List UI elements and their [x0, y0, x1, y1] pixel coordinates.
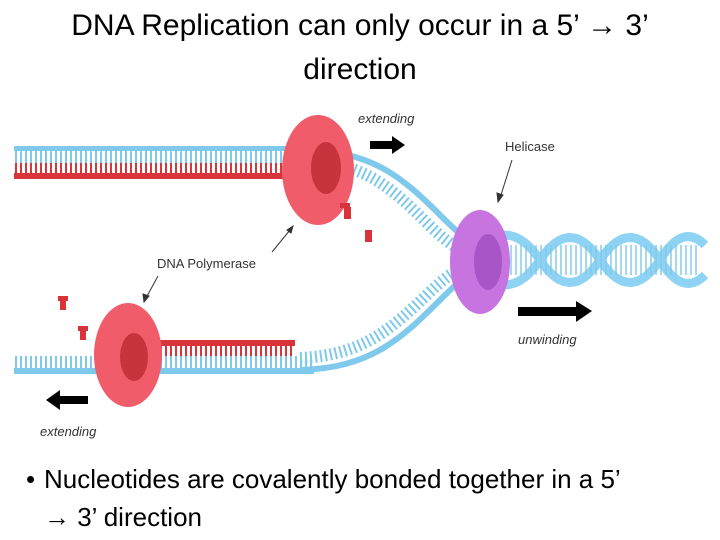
- helicase-pointer-head: [496, 192, 504, 204]
- free-nucleotides: [58, 203, 372, 340]
- double-helix: [477, 230, 709, 290]
- extending-top-arrow: [370, 136, 405, 154]
- slide-title: DNA Replication can only occur in a 5’ →…: [20, 4, 700, 92]
- upper-dna-polymerase: [282, 115, 354, 225]
- polymerase-pointer-upper-head: [286, 224, 294, 234]
- helicase-label: Helicase: [505, 139, 555, 154]
- lower-rungs: [14, 356, 314, 368]
- lower-single-strand-rungs: [299, 259, 474, 364]
- helicase-enzyme: [450, 210, 510, 314]
- nucleotide: [340, 203, 351, 219]
- extending-bottom-label: extending: [40, 424, 97, 439]
- nucleotide: [365, 230, 372, 242]
- title-line-2: direction: [303, 53, 417, 86]
- bullet-line-1: Nucleotides are covalently bonded togeth…: [44, 464, 621, 494]
- upper-new-strand-rungs: [14, 163, 304, 173]
- helicase-inner: [474, 234, 502, 290]
- title-line-1: DNA Replication can only occur in a 5’ →…: [71, 9, 649, 42]
- lower-new-strand-rungs: [100, 346, 295, 356]
- extending-top-label: extending: [358, 111, 415, 126]
- polymerase-pointer-lower-head: [142, 293, 150, 304]
- helicase-pointer: [499, 159, 513, 199]
- lower-template-backbone: [14, 368, 314, 374]
- dna-replication-diagram: extending Helicase DNA Polymerase unwind…: [14, 111, 709, 439]
- bullet-symbol: •: [26, 464, 36, 494]
- lower-duplex: [14, 340, 314, 374]
- upper-template-backbone: [14, 146, 304, 151]
- upper-duplex: [14, 146, 304, 179]
- upper-polymerase-inner: [311, 142, 341, 194]
- nucleotide: [58, 296, 68, 310]
- lower-dna-polymerase: [94, 303, 162, 407]
- extending-bottom-arrow: [46, 390, 88, 410]
- bullet-line-2: → 3’ direction: [44, 502, 202, 532]
- dna-polymerase-label: DNA Polymerase: [157, 256, 256, 271]
- upper-rungs: [14, 151, 304, 163]
- unwinding-arrow: [518, 301, 592, 322]
- lower-polymerase-inner: [120, 333, 148, 381]
- helix-base-pairs: [500, 245, 700, 275]
- upper-new-strand-backbone: [14, 173, 304, 179]
- unwinding-label: unwinding: [518, 332, 577, 347]
- bullet-point: • Nucleotides are covalently bonded toget…: [26, 460, 706, 536]
- nucleotide: [78, 326, 88, 340]
- pointer-lines: [142, 159, 513, 304]
- lower-new-strand-backbone: [100, 340, 295, 346]
- polymerase-pointer-lower: [145, 275, 159, 299]
- polymerase-pointer-upper: [271, 229, 291, 253]
